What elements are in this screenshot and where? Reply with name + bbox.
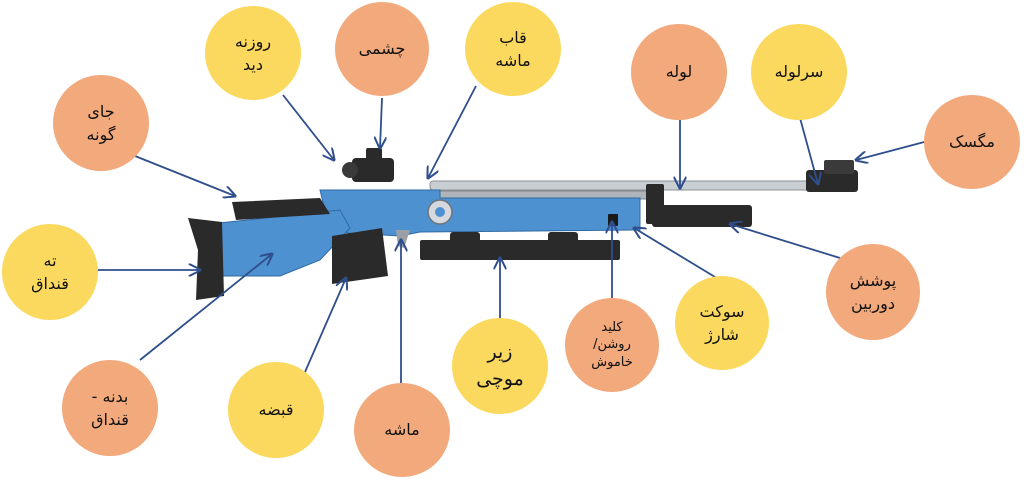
label-eyepiece: چشمی [335,2,429,96]
label-trigger: ماشه [354,383,450,477]
label-charge-socket: سوکت شارژ [675,276,769,370]
label-front-sight: مگسک [924,95,1020,189]
arrow-muzzle [799,117,818,184]
scope-cover-shape [652,205,752,227]
arrow-front-sight [856,140,929,160]
label-diopter: روزنه دید [205,6,301,100]
air-rifle-illustration [188,148,858,300]
label-grip: قبضه [228,362,324,458]
pointer-arrows [96,85,929,383]
diopter-shape [352,158,394,182]
arrow-charge-socket [634,228,721,281]
arrow-grip [304,278,346,373]
cheek-rest-shape [232,198,330,220]
label-forend: زیر موچی [452,318,548,414]
label-cheek-rest: جای گونه [53,75,149,171]
butt-plate-shape [188,218,224,300]
arrow-trigger-guard [428,85,477,178]
grip-shape [332,228,388,284]
arrow-diopter [282,94,334,160]
label-muzzle: سرلوله [751,24,847,120]
label-switch: کلید روشن/ خاموش [565,298,659,392]
arrow-scope-cover [730,224,841,259]
arrow-stock-body [139,254,272,361]
label-scope-cover: پوشش دوربین [826,244,920,340]
label-stock-body: بدنه - قنداق [62,360,158,456]
arrow-cheek-rest [134,155,235,196]
arrow-eyepiece [380,97,382,148]
trigger-shape [396,230,410,248]
label-butt-plate: ته قنداق [2,224,98,320]
switch-shape [608,214,618,226]
barrel-tube [429,180,841,191]
label-trigger-guard: قاب ماشه [465,2,561,96]
label-barrel: لوله [631,24,727,120]
stock-body-shape [209,209,351,277]
